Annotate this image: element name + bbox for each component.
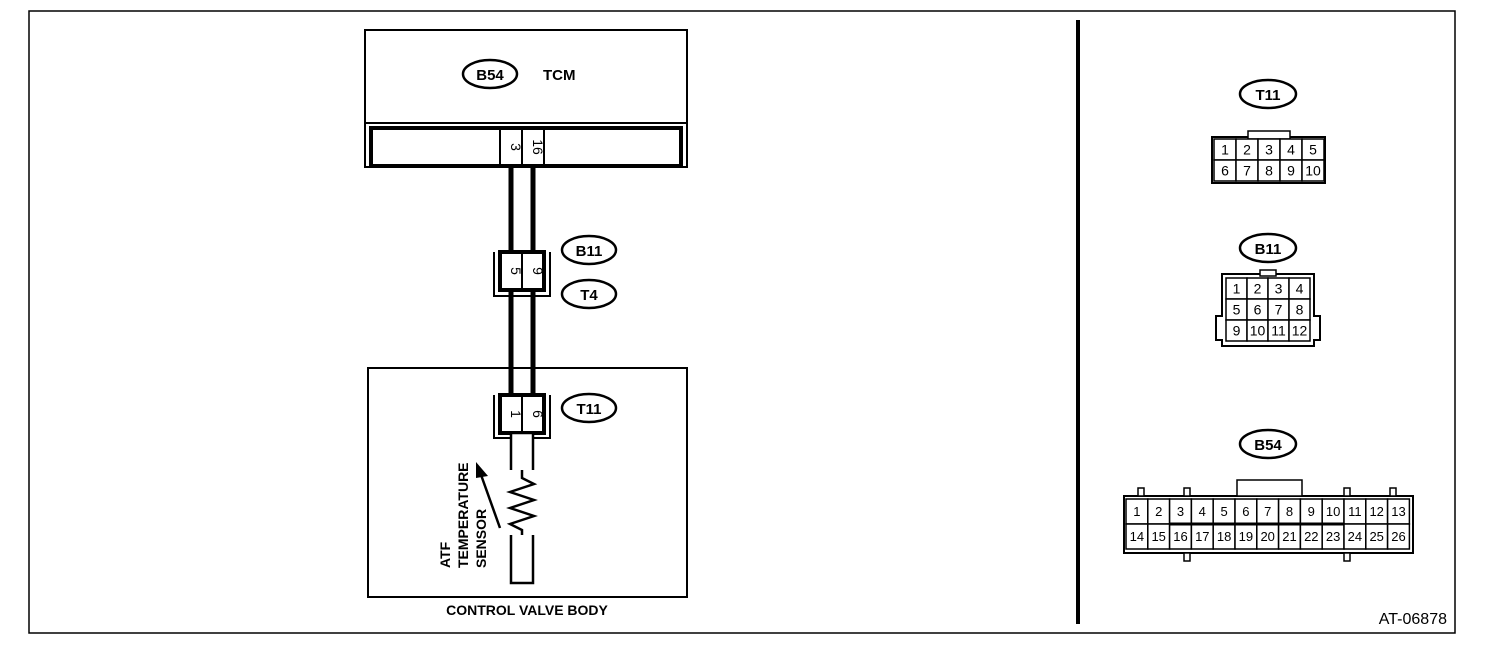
pin-label: 12 [1292,323,1308,339]
pin-label: 6 [1254,302,1262,318]
t11-view-label: T11 [1255,87,1280,104]
pin-label: 20 [1260,529,1274,544]
pin-label: 9 [1233,323,1241,339]
pin-label: 1 [1221,142,1229,158]
pin-label: 8 [1265,163,1273,179]
thermistor-symbol [476,462,539,535]
sensor-label-line-1: ATF [437,541,453,568]
pin-label: 7 [1275,302,1283,318]
pin-cell [1386,523,1411,550]
pin-label: 17 [1195,529,1209,544]
pin-label: 3 [1177,504,1184,519]
pin-label: 14 [1130,529,1144,544]
b11-badge [560,234,618,266]
pin-label: 1 [1133,504,1140,519]
pin-label: 24 [1348,529,1362,544]
pin-label: 2 [1155,504,1162,519]
pin-label: 4 [1287,142,1295,158]
tcm-module: B54 TCM 3 16 [364,29,688,168]
pin-label: 15 [1151,529,1165,544]
pin-label: 12 [1369,504,1383,519]
pin-label: 10 [1326,504,1340,519]
pin-label: 22 [1304,529,1318,544]
tcm-label: TCM [543,67,576,84]
b54-view-label: B54 [1254,437,1282,454]
pin-cell [1288,319,1311,342]
tcm-pin-3: 3 [508,143,524,151]
t4-badge [560,278,618,310]
pin-label: 8 [1296,302,1304,318]
pin-label: 26 [1391,529,1405,544]
pin-label: 4 [1199,504,1206,519]
pin-label: 23 [1326,529,1340,544]
pin-cell [1301,159,1325,182]
pin-label: 10 [1305,163,1321,179]
pin-label: 5 [1220,504,1227,519]
pin-label: 21 [1282,529,1296,544]
t11-badge [560,392,618,424]
pin-label: 5 [1309,142,1317,158]
b54-badge [461,58,519,90]
sensor-connector-label: T11 [576,401,601,418]
pin-label: 13 [1391,504,1405,519]
outer-frame [28,10,1456,634]
joint-connector-a: B11 [576,243,603,260]
sensor-pin-6: 6 [530,410,546,418]
pin-label: 11 [1271,323,1286,339]
pin-label: 2 [1254,281,1262,297]
figure-code: AT-06878 [1379,611,1447,628]
pin-label: 16 [1173,529,1187,544]
pin-label: 25 [1369,529,1383,544]
pin-label: 7 [1243,163,1251,179]
pin-label: 3 [1265,142,1273,158]
sensor-pin-1: 1 [508,410,524,418]
sensor-label-line-2: TEMPERATURE [455,462,471,568]
b11-view-label: B11 [1255,241,1282,258]
pin-label: 11 [1348,504,1362,519]
harness-wires [508,166,536,395]
joint-pin-9: 9 [530,267,546,275]
pin-label: 7 [1264,504,1271,519]
joint-pin-5: 5 [508,267,524,275]
pin-label: 19 [1239,529,1253,544]
sensor-label-line-3: SENSOR [473,509,489,568]
pin-label: 5 [1233,302,1241,318]
pin-label: 3 [1275,281,1283,297]
pin-label: 10 [1250,323,1266,339]
joint-connector-b: T4 [580,287,598,304]
pin-label: 9 [1308,504,1315,519]
control-valve-body: 1 6 T11 ATF TEMPERATURE SENSOR [367,367,688,598]
joint-connector: 5 9 B11 T4 [493,234,618,310]
tcm-pin-16: 16 [530,139,546,155]
pin-label: 6 [1221,163,1229,179]
pin-label: 9 [1287,163,1295,179]
pin-label: 4 [1296,281,1304,297]
control-valve-body-label: CONTROL VALVE BODY [446,602,608,618]
pin-label: 1 [1233,281,1241,297]
pin-label: 8 [1286,504,1293,519]
tcm-connector-label: B54 [476,67,504,84]
pin-label: 18 [1217,529,1231,544]
pin-label: 2 [1243,142,1251,158]
pin-label: 6 [1242,504,1249,519]
